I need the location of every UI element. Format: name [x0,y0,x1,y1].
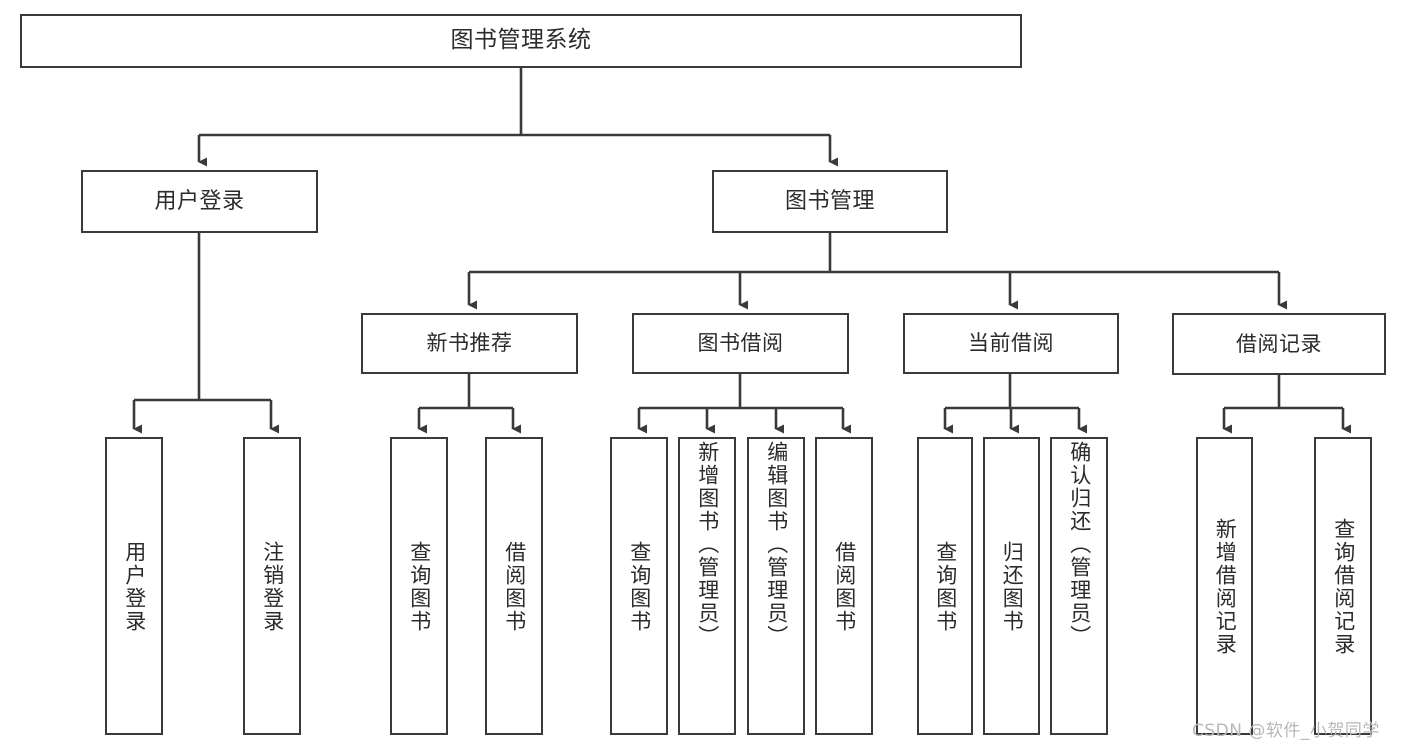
leaf-borrow-book-recommend[interactable]: 借阅图书 [485,437,543,735]
leaf-add-borrow-record[interactable]: 新增借阅记录 [1196,437,1253,735]
leaf-add-book-admin[interactable]: 新增图书（管理员） [678,437,736,735]
node-book-management[interactable]: 图书管理 [712,170,948,233]
node-label: 图书借阅 [697,331,784,356]
node-label: 新增图书（管理员） [695,441,720,648]
node-label: 借阅图书 [502,541,527,633]
node-label: 注销登录 [260,541,285,633]
node-label: 编辑图书（管理员） [764,441,789,648]
leaf-query-book-borrow[interactable]: 查询图书 [610,437,668,735]
leaf-confirm-return-admin[interactable]: 确认归还（管理员） [1050,437,1108,735]
node-label: 归还图书 [1000,541,1025,633]
node-label: 查询图书 [933,541,958,633]
node-book-management-system[interactable]: 图书管理系统 [20,14,1022,68]
leaf-query-book-recommend[interactable]: 查询图书 [390,437,448,735]
node-label: 查询图书 [627,541,652,633]
node-label: 当前借阅 [968,331,1054,356]
node-label: 借阅图书 [832,541,857,633]
node-user-login[interactable]: 用户登录 [81,170,318,233]
node-borrow-record[interactable]: 借阅记录 [1172,313,1386,375]
node-label: 借阅记录 [1236,331,1322,356]
node-new-book-recommend[interactable]: 新书推荐 [361,313,578,374]
node-label: 用户登录 [154,188,245,214]
leaf-query-book-current[interactable]: 查询图书 [917,437,973,735]
leaf-borrow-book[interactable]: 借阅图书 [815,437,873,735]
node-current-borrow[interactable]: 当前借阅 [903,313,1119,374]
node-label: 确认归还（管理员） [1067,441,1092,648]
leaf-edit-book-admin[interactable]: 编辑图书（管理员） [747,437,805,735]
node-label: 用户登录 [122,541,147,633]
node-label: 图书管理系统 [450,27,592,54]
node-label: 新书推荐 [426,331,513,356]
node-book-borrow[interactable]: 图书借阅 [632,313,849,374]
leaf-return-book[interactable]: 归还图书 [983,437,1040,735]
node-label: 图书管理 [784,188,875,214]
leaf-user-login[interactable]: 用户登录 [105,437,163,735]
leaf-query-borrow-record[interactable]: 查询借阅记录 [1314,437,1372,735]
leaf-logout[interactable]: 注销登录 [243,437,301,735]
node-label: 查询借阅记录 [1331,518,1356,656]
node-label: 查询图书 [407,541,432,633]
node-label: 新增借阅记录 [1213,518,1238,656]
